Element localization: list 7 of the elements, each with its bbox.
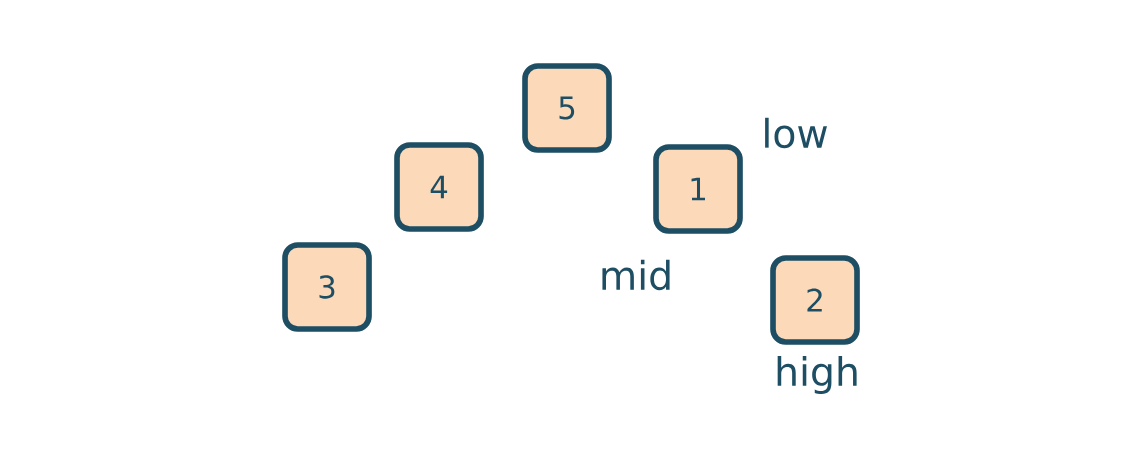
number-box: 5 <box>522 63 612 153</box>
number-box: 1 <box>653 144 743 234</box>
side-label: mid <box>602 259 670 291</box>
number-box: 4 <box>394 142 484 232</box>
side-label: low <box>765 117 827 149</box>
number-box: 3 <box>282 242 372 332</box>
number-box: 2 <box>770 255 860 345</box>
